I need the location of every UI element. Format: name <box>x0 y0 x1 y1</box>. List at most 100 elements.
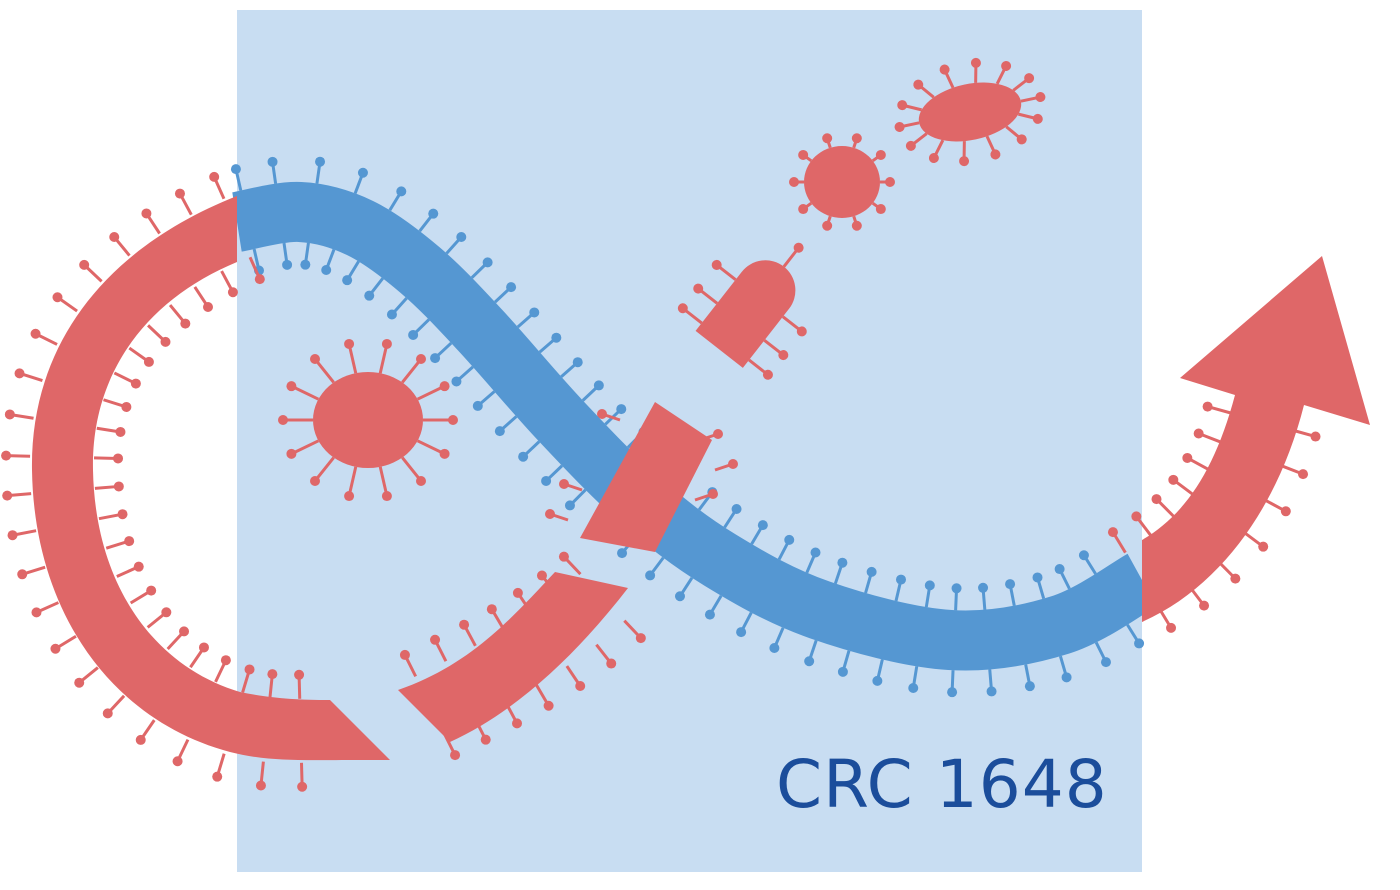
cross-spike-head <box>597 409 607 419</box>
red-spike-head <box>543 700 554 711</box>
cross-spike-head <box>559 479 569 489</box>
virus-large-spike-head <box>310 354 321 365</box>
cross-spike-head <box>713 429 723 439</box>
red-spike-head <box>124 536 135 547</box>
virus-large-spike-head <box>344 338 355 349</box>
blue-spike-head <box>872 675 883 686</box>
red-spike-head <box>297 781 308 792</box>
blue-spike-head <box>1061 672 1072 683</box>
virus-large <box>278 338 458 502</box>
blue-spike-head <box>593 380 604 391</box>
red-spike-head <box>1298 469 1309 480</box>
blue-spike-head <box>551 332 562 343</box>
blue-spike-head <box>529 307 540 318</box>
blue-spike-head <box>408 329 419 340</box>
blue-spike-head <box>617 548 628 559</box>
blue-spike-head <box>731 503 742 514</box>
virus-large-spike-head <box>415 475 426 486</box>
virus-large-spike <box>401 456 423 482</box>
red-spike-head <box>635 633 646 644</box>
blue-spike-head <box>1100 657 1111 668</box>
virus-small-spike-head <box>822 220 833 231</box>
virus-large-spike-head <box>381 491 392 502</box>
red-spike-head <box>198 642 209 653</box>
blue-spike-head <box>757 520 768 531</box>
red-spike-head <box>575 680 586 691</box>
red-spike-head <box>30 328 41 339</box>
virus-large-spike-head <box>286 381 297 392</box>
blue-spike-head <box>1005 579 1016 590</box>
virus-small-body <box>804 146 880 218</box>
virus-capsule-spike-head <box>762 369 773 380</box>
virus-oval-spike-head <box>897 100 908 111</box>
blue-spike-head <box>572 357 583 368</box>
red-spike-head <box>1202 401 1213 412</box>
cross-spike-head <box>728 459 738 469</box>
blue-spike-head <box>451 376 462 387</box>
virus-capsule-spike-head <box>796 326 807 337</box>
blue-spike-head <box>342 275 353 286</box>
red-spike-head <box>244 664 255 675</box>
blue-spike-head <box>804 656 815 667</box>
red-spike-head <box>160 336 171 347</box>
blue-spike-head <box>396 186 407 197</box>
virus-large-spike-head <box>415 354 426 365</box>
red-spike-head <box>1182 452 1193 463</box>
blue-spike-head <box>357 167 368 178</box>
virus-large-spike-head <box>448 415 458 425</box>
virus-large-body <box>313 372 423 468</box>
red-spike-head <box>74 677 85 688</box>
red-spike-head <box>2 490 13 501</box>
red-spike-head <box>1 450 12 461</box>
red-spike-head <box>1230 573 1241 584</box>
red-spike-head <box>130 378 141 389</box>
blue-spike-head <box>267 156 278 167</box>
red-spike-head <box>180 318 191 329</box>
blue-spike-head <box>924 580 935 591</box>
virus-oval-spike-head <box>1032 113 1043 124</box>
red-left-loop <box>31 196 391 761</box>
red-right-arrow <box>1142 256 1370 622</box>
red-spike-head <box>174 188 185 199</box>
virus-large-spike <box>416 384 446 401</box>
blue-spike-head <box>1134 638 1145 649</box>
red-spike-head <box>79 259 90 270</box>
red-spike-head <box>430 634 441 645</box>
virus-small-spike-head <box>851 220 862 231</box>
virus-oval-spike-head <box>990 149 1001 160</box>
blue-spike-head <box>784 534 795 545</box>
blue-spike-head <box>430 353 441 364</box>
red-spike-head <box>141 208 152 219</box>
red-spike-head <box>117 509 128 520</box>
red-spike-head <box>1258 541 1269 552</box>
blue-spike-head <box>616 404 627 415</box>
blue-spike-head <box>364 290 375 301</box>
bands <box>31 181 1370 761</box>
red-spike-head <box>143 356 154 367</box>
virus-large-spike-head <box>439 381 450 392</box>
virus-capsule-body <box>695 260 796 368</box>
red-spike-head <box>480 734 491 745</box>
blue-spike-head <box>674 591 685 602</box>
virus-small-spike-head <box>851 133 862 144</box>
red-spike-head <box>254 274 265 285</box>
virus-large-spike <box>313 358 335 384</box>
virus-oval-spike-head <box>928 153 939 164</box>
red-spike-head <box>50 643 61 654</box>
red-spike-head <box>606 658 617 669</box>
red-spike-head <box>202 302 213 313</box>
red-spike-head <box>220 655 231 666</box>
blue-spike-head <box>1078 550 1089 561</box>
virus-capsule-spike-head <box>778 350 789 361</box>
virus-oval-spike-head <box>939 64 950 75</box>
virus-particles <box>278 57 1046 502</box>
red-spike-head <box>115 426 126 437</box>
virus-oval-spike-head <box>959 156 970 167</box>
red-spike-head <box>7 530 18 541</box>
red-spike-head <box>209 171 220 182</box>
cross-spike-head <box>545 509 555 519</box>
blue-spike-head <box>986 686 997 697</box>
red-spike-head <box>17 569 28 580</box>
red-spike-head <box>146 585 157 596</box>
